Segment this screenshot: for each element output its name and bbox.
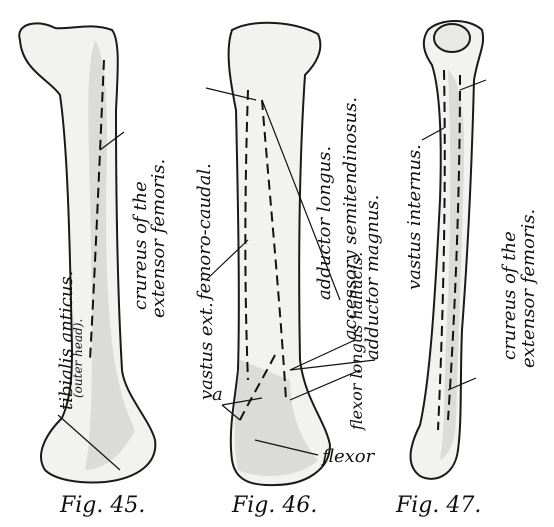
label-extensor-fig47: extensor femoris. <box>518 209 539 368</box>
label-flexor: flexor <box>320 446 376 467</box>
label-outer-head: (outer head). <box>71 319 85 398</box>
label-extensor-fig45: extensor femoris. <box>148 159 169 318</box>
caption-fig45: Fig. 45. <box>59 493 145 518</box>
label-a: a <box>212 384 223 405</box>
figure-47: vastus internus. crureus of the extensor… <box>395 21 539 518</box>
label-vastus-internus: vastus internus. <box>404 144 425 290</box>
label-adductor-longus: adductor longus. <box>314 146 335 300</box>
label-flexor-longus: flexor longus hallucis. <box>347 252 366 431</box>
figure-46: femoro-caudal. vastus ext. a adductor lo… <box>194 23 383 518</box>
label-femoro-caudal: femoro-caudal. <box>194 163 215 302</box>
femur-head-fig47 <box>434 24 470 52</box>
label-crureus-fig47: crureus of the <box>499 231 520 360</box>
caption-fig46: Fig. 46. <box>231 493 317 518</box>
figure-45: tibialis anticus. (outer head). crureus … <box>19 23 169 518</box>
caption-fig47: Fig. 47. <box>395 493 481 518</box>
